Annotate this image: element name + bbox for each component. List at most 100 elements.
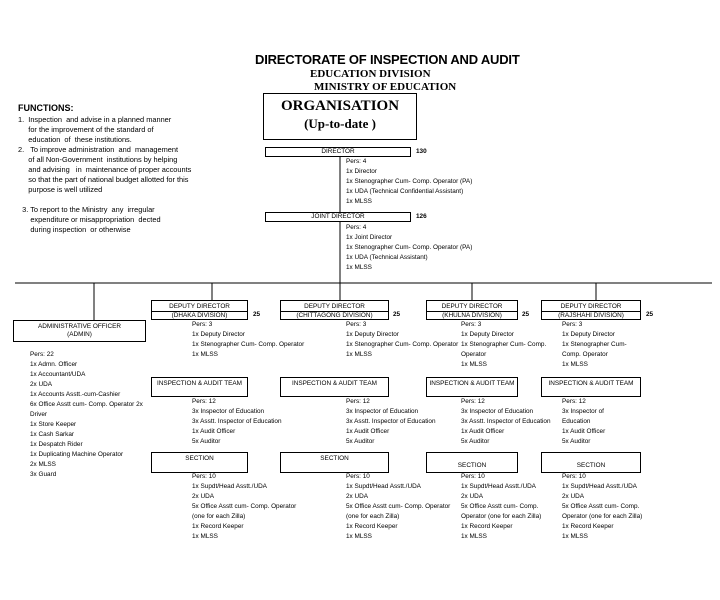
staff-line: Pers: 10	[192, 473, 216, 480]
joint-director-box: JOINT DIRECTOR	[265, 212, 411, 222]
staff-line: Pers: 12	[192, 398, 216, 405]
functions-heading: FUNCTIONS:	[18, 103, 74, 113]
staff-line: 1x Stenographer Cum- Comp. Operator	[346, 341, 459, 348]
staff-line: 1x Audit Officer	[346, 428, 390, 435]
staff-line: 1x Record Keeper	[346, 523, 398, 530]
staff-line: 2x UDA	[562, 493, 585, 500]
director-box: DIRECTOR	[265, 147, 411, 157]
staff-line: 1x Record Keeper	[562, 523, 614, 530]
dd-chittagong-box: DEPUTY DIRECTOR (CHITTAGONG DIVISION)	[280, 300, 389, 320]
staff-line: 5x Office Asstt cum- Comp.	[562, 503, 640, 510]
staff-line: 1x Stenographer Cum-	[562, 341, 627, 348]
staff-line: Pers: 12	[562, 398, 586, 405]
function-line: expenditure or misappropriation dected	[18, 215, 161, 224]
staff-line: 1x Accounts Asstt.-cum-Cashier	[30, 391, 121, 398]
dd-count: 25	[253, 311, 261, 318]
organisation-box: ORGANISATION (Up-to-date )	[263, 93, 417, 140]
staff-line: 1x MLSS	[461, 361, 487, 368]
function-line: for the improvement of the standard of	[18, 125, 154, 134]
staff-line: 2x MLSS	[30, 461, 56, 468]
staff-line: Comp. Operator	[562, 351, 608, 358]
function-line: and advising in maintenance of proper ac…	[18, 165, 192, 174]
admin-label: ADMINISTRATIVE OFFICER	[38, 323, 121, 330]
staff-line: 3x Asstt. Inspector of Education	[346, 418, 436, 425]
function-line: so that the part of national budget allo…	[18, 175, 189, 184]
staff-line: 5x Office Asstt cum- Comp.	[461, 503, 539, 510]
staff-line: 1x UDA (Technical Confidential Assistant…	[346, 188, 464, 195]
dd-sublabel: (DHAKA DIVISION)	[152, 311, 247, 320]
team-label: INSPECTION & AUDIT TEAM	[157, 380, 242, 387]
team-label: INSPECTION & AUDIT TEAM	[429, 380, 515, 387]
dd-count: 25	[393, 311, 401, 318]
staff-line: 5x Auditor	[192, 438, 221, 445]
dd-sublabel: (KHULNA DIVISION)	[427, 311, 517, 320]
staff-line: 1x Despatch Rider	[30, 441, 83, 448]
function-line: education of these institutions.	[18, 135, 132, 144]
staff-line: 1x UDA (Technical Assistant)	[346, 254, 428, 261]
staff-line: 1x MLSS	[192, 351, 218, 358]
staff-line: 1x MLSS	[562, 533, 588, 540]
staff-line: 1x Supdt/Head Asstt./UDA	[461, 483, 536, 490]
staff-line: 3x Inspector of Education	[461, 408, 534, 415]
ministry-title: MINISTRY OF EDUCATION	[314, 81, 457, 93]
function-line: 1. Inspection and advise in a planned ma…	[18, 115, 172, 124]
dd-count: 25	[646, 311, 654, 318]
team-khulna-box: INSPECTION & AUDIT TEAM	[426, 377, 518, 397]
staff-line: 1x Record Keeper	[461, 523, 513, 530]
organisation-subtitle: (Up-to-date )	[304, 116, 376, 131]
staff-line: 1x Deputy Director	[461, 331, 514, 338]
staff-line: 1x MLSS	[346, 198, 372, 205]
staff-line: 3x Inspector of Education	[346, 408, 419, 415]
team-staff: Pers: 12 3x Inspector of Education 3x Asst…	[461, 397, 551, 447]
staff-line: 1x Supdt/Head Asstt./UDA	[192, 483, 267, 490]
admin-sublabel: (ADMIN)	[67, 331, 92, 338]
staff-line: 1x Duplicating Machine Operator	[30, 451, 124, 458]
staff-line: 1x Audit Officer	[562, 428, 606, 435]
admin-officer-box: ADMINISTRATIVE OFFICER (ADMIN)	[13, 320, 146, 342]
staff-line: 2x UDA	[30, 381, 53, 388]
team-rajshahi-box: INSPECTION & AUDIT TEAM	[541, 377, 641, 397]
team-label: INSPECTION & AUDIT TEAM	[292, 380, 377, 387]
function-line: 2. To improve administration and managem…	[18, 145, 179, 154]
staff-line: 1x Deputy Director	[192, 331, 245, 338]
section-label: SECTION	[185, 455, 214, 462]
staff-line: Pers: 3	[562, 321, 583, 328]
staff-line: Pers: 4	[346, 224, 367, 231]
staff-line: 3x Asstt. Inspector of Education	[192, 418, 282, 425]
function-line: during inspection or otherwise	[18, 225, 131, 234]
function-line	[18, 195, 191, 205]
staff-line: Pers: 12	[461, 398, 485, 405]
staff-line: Operator (one for each Zilla)	[562, 513, 643, 520]
dd-rajshahi-box: DEPUTY DIRECTOR (RAJSHAHI DIVISION)	[541, 300, 641, 320]
dd-dhaka-box: DEPUTY DIRECTOR (DHAKA DIVISION)	[151, 300, 248, 320]
function-line: purpose is well utilized	[18, 185, 103, 194]
staff-line: 6x Office Asstt cum- Comp. Operator 2x	[30, 401, 143, 408]
staff-line: 5x Office Asstt cum- Comp. Operator	[192, 503, 297, 510]
staff-line: 1x Admn. Officer	[30, 361, 78, 368]
staff-line: 3x Asstt. Inspector of Education	[461, 418, 551, 425]
page-title: DIRECTORATE OF INSPECTION AND AUDIT	[255, 52, 520, 67]
dd-sublabel: (RAJSHAHI DIVISION)	[542, 311, 640, 320]
staff-line: 2x UDA	[461, 493, 484, 500]
dd-label: DEPUTY DIRECTOR	[169, 303, 230, 310]
staff-line: 1x MLSS	[461, 533, 487, 540]
staff-line: 2x UDA	[192, 493, 215, 500]
staff-line: 1x Joint Director	[346, 234, 393, 241]
staff-line: 1x Record Keeper	[192, 523, 244, 530]
section-staff: Pers: 10 1x Supdt/Head Asstt./UDA 2x UDA 5x…	[192, 472, 296, 542]
section-khulna-box: SECTION	[426, 452, 518, 473]
staff-line: Pers: 10	[562, 473, 586, 480]
team-chittagong-box: INSPECTION & AUDIT TEAM	[280, 377, 389, 397]
staff-line: 1x Stenographer Cum- Comp. Operator	[192, 341, 305, 348]
staff-line: 1x Audit Officer	[461, 428, 505, 435]
staff-line: 3x Guard	[30, 471, 57, 478]
staff-line: 1x Accountant/UDA	[30, 371, 86, 378]
